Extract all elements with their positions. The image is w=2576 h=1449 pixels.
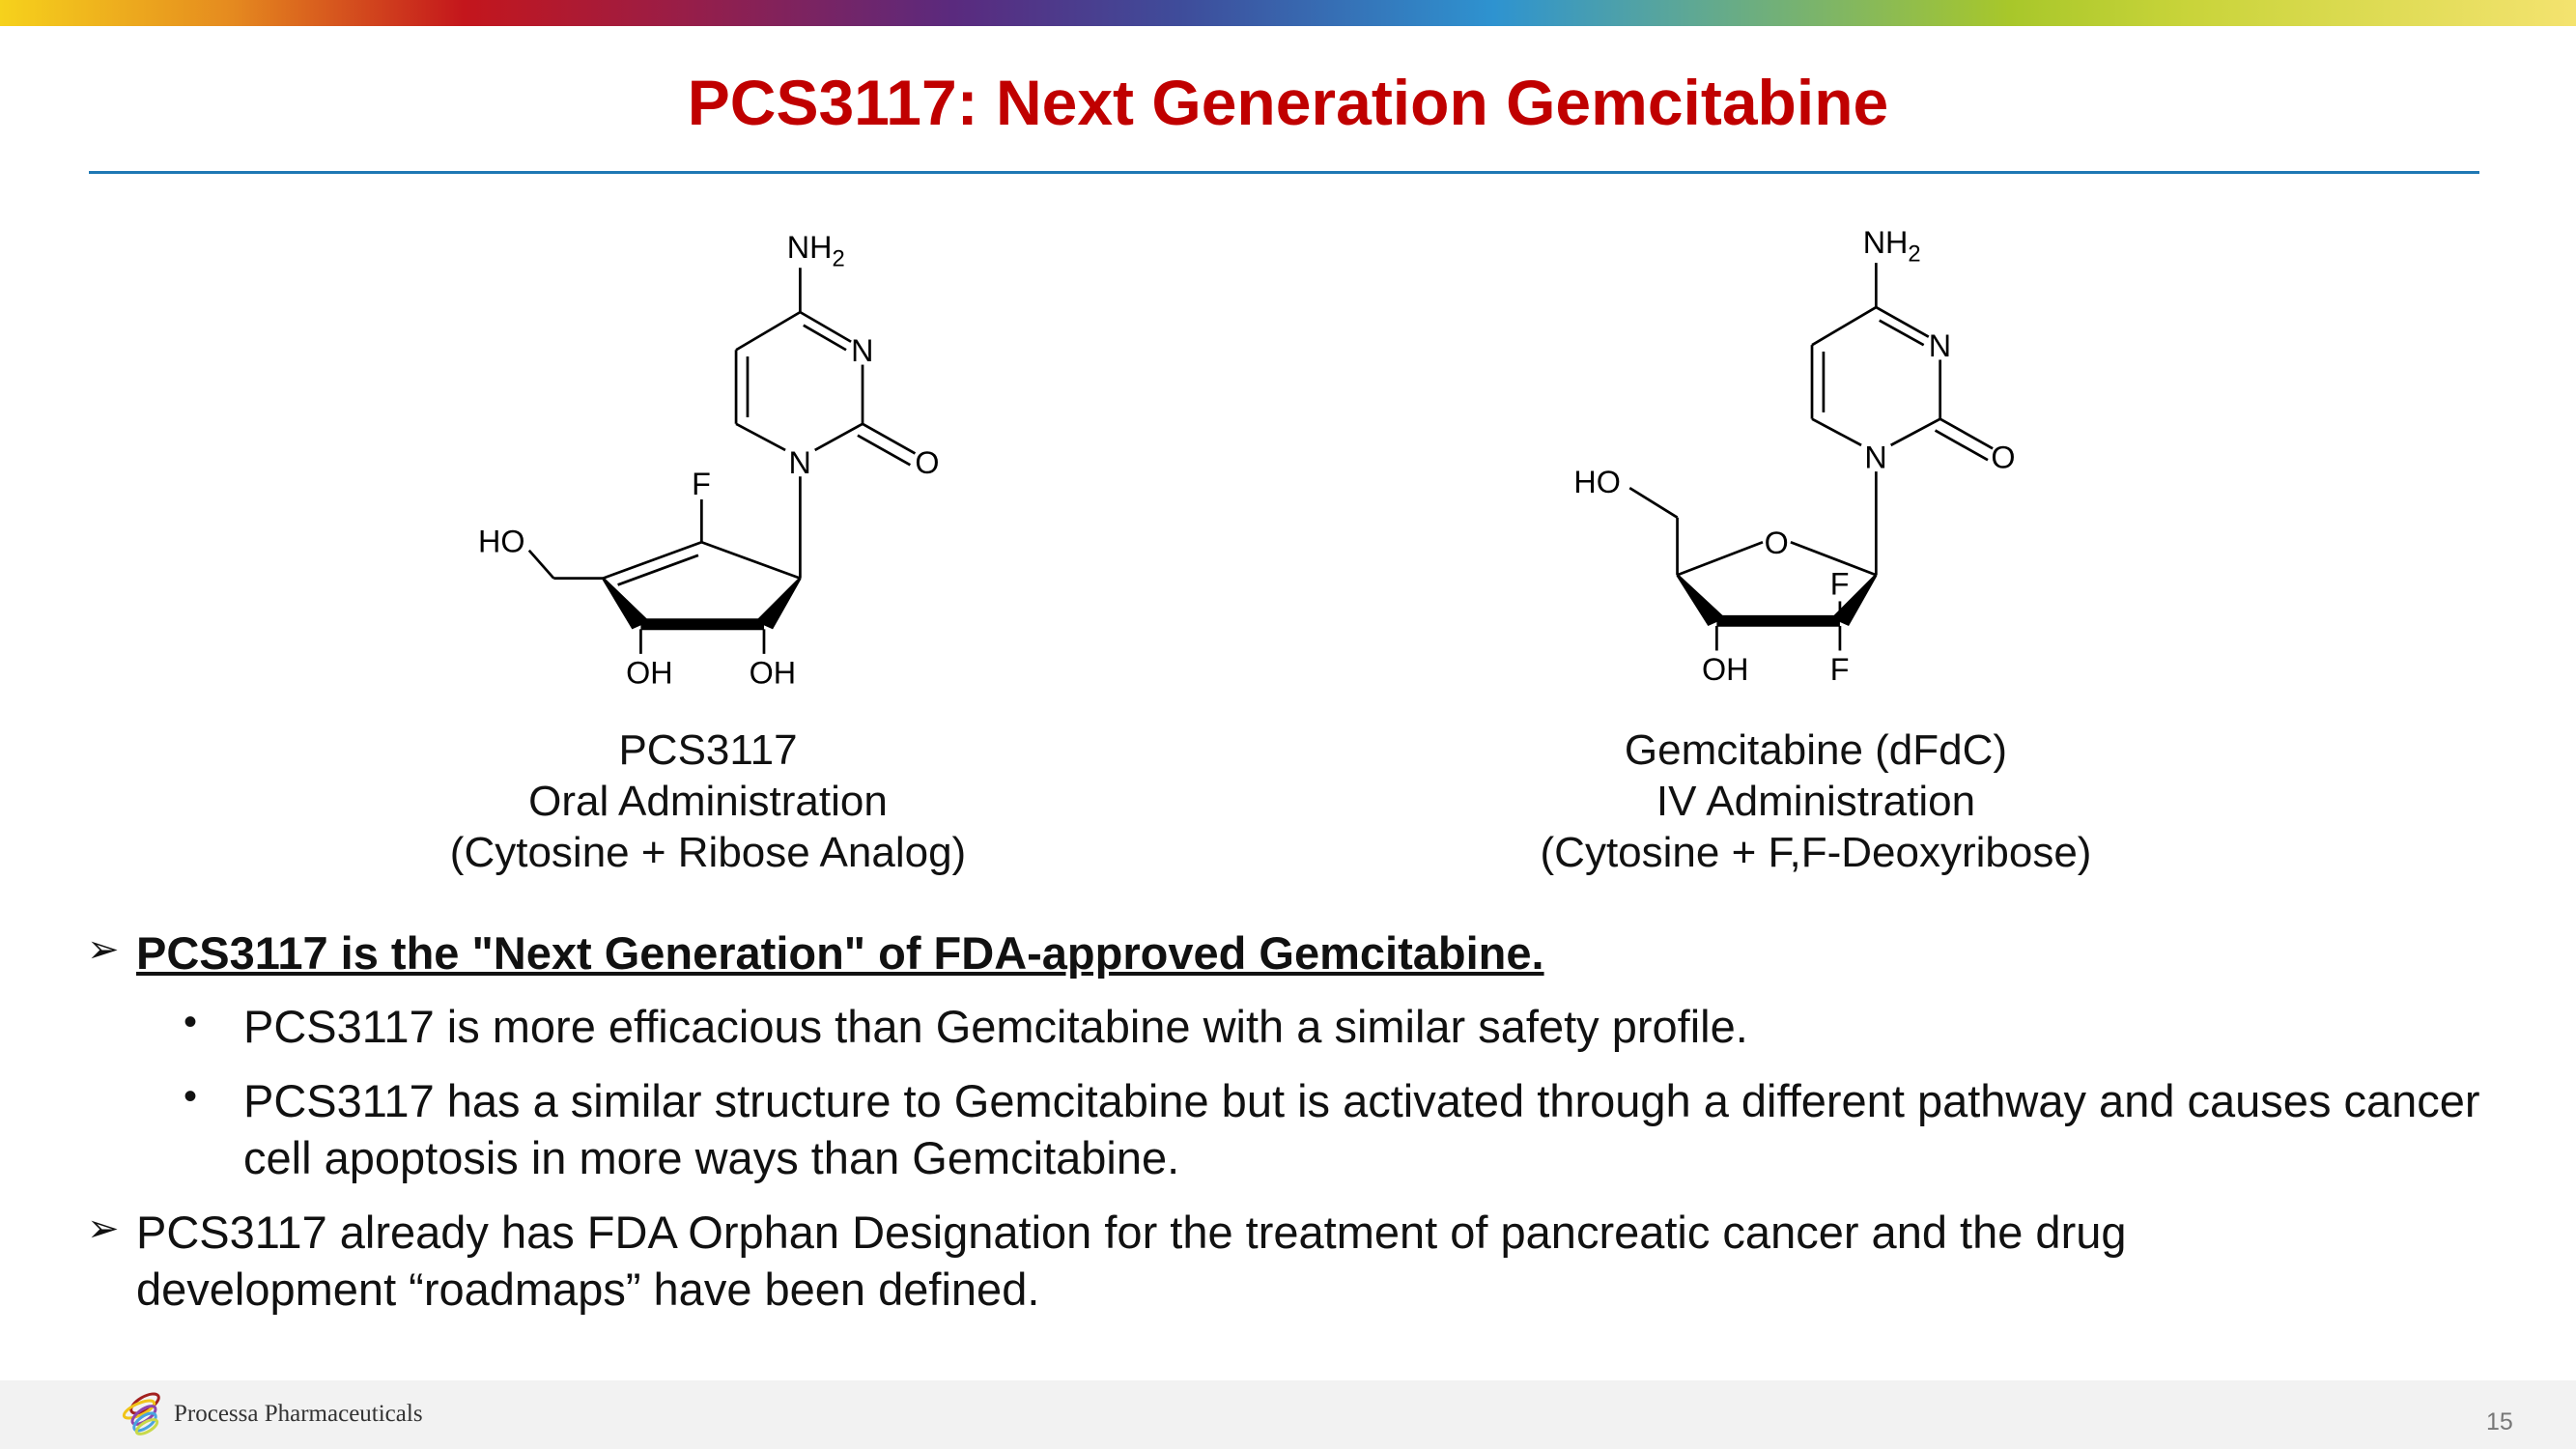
svg-text:N: N xyxy=(851,333,873,368)
svg-text:OH: OH xyxy=(750,655,796,690)
slide-title: PCS3117: Next Generation Gemcitabine xyxy=(687,67,1889,138)
svg-text:O: O xyxy=(1765,526,1789,560)
svg-text:NH2: NH2 xyxy=(1863,225,1921,268)
svg-text:O: O xyxy=(915,445,939,480)
svg-text:N: N xyxy=(1929,328,1951,363)
svg-text:HO: HO xyxy=(478,524,524,558)
arrow-bullet-icon: ➢ xyxy=(87,928,120,971)
molecule-description: (Cytosine + F,F-Deoxyribose) xyxy=(1540,829,2092,876)
title-divider xyxy=(89,171,2479,174)
svg-text:OH: OH xyxy=(1702,652,1748,687)
arrow-bullet-icon: ➢ xyxy=(87,1208,120,1250)
svg-text:N: N xyxy=(1864,440,1886,475)
molecule-name: Gemcitabine (dFdC) xyxy=(1624,726,2008,774)
molecule-route: IV Administration xyxy=(1656,778,1976,825)
sub-bullet-1: PCS3117 is more efficacious than Gemcita… xyxy=(243,1001,1748,1052)
pcs3117-atom-labels: NH2 N N O F HO OH OH xyxy=(478,230,940,690)
svg-text:O: O xyxy=(1991,440,2015,475)
svg-text:F: F xyxy=(1830,567,1850,602)
molecule-name: PCS3117 xyxy=(618,726,798,774)
sub-bullet-2: PCS3117 has a similar structure to Gemci… xyxy=(243,1075,2480,1183)
svg-text:N: N xyxy=(788,445,810,480)
svg-text:F: F xyxy=(692,467,711,501)
company-name: Processa Pharmaceuticals xyxy=(174,1401,423,1427)
pcs3117-caption: PCS3117 Oral Administration (Cytosine + … xyxy=(273,724,1143,878)
svg-text:F: F xyxy=(1830,652,1850,687)
dot-bullet-icon: • xyxy=(184,1001,198,1043)
gemcitabine-caption: Gemcitabine (dFdC) IV Administration (Cy… xyxy=(1381,724,2250,878)
svg-text:OH: OH xyxy=(626,655,672,690)
svg-text:NH2: NH2 xyxy=(787,230,845,272)
bullet-1: PCS3117 is the "Next Generation" of FDA-… xyxy=(136,927,1544,979)
page-number: 15 xyxy=(2486,1408,2513,1435)
svg-text:HO: HO xyxy=(1573,465,1620,499)
gemcitabine-structure xyxy=(1628,263,1994,651)
bullet-2: PCS3117 already has FDA Orphan Designati… xyxy=(136,1207,2127,1315)
pcs3117-structure xyxy=(527,268,917,654)
molecule-description: (Cytosine + Ribose Analog) xyxy=(449,829,967,876)
dot-bullet-icon: • xyxy=(184,1075,198,1118)
processa-logo-icon xyxy=(122,1392,160,1435)
footer xyxy=(0,1380,2576,1449)
brand-gradient-bar xyxy=(0,0,2576,26)
gemcitabine-atom-labels: NH2 N N O O F F HO OH xyxy=(1573,225,2015,687)
molecule-route: Oral Administration xyxy=(528,778,888,825)
